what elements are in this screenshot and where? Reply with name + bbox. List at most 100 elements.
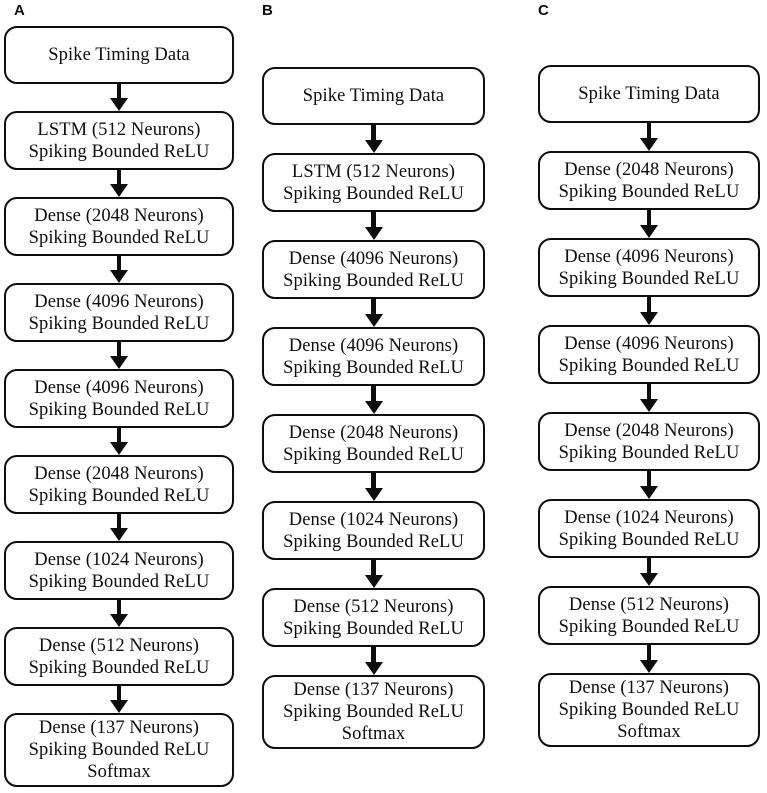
arrow-stem: [371, 560, 376, 575]
layer-box: Dense (4096 Neurons)Spiking Bounded ReLU: [262, 327, 485, 386]
arrow-head-icon: [364, 488, 383, 501]
layer-text-line: Dense (137 Neurons): [293, 680, 454, 700]
layer-text-line: Softmax: [87, 762, 151, 782]
arrow-head-icon: [640, 486, 658, 499]
layer-text-line: Spiking Bounded ReLU: [283, 531, 464, 552]
layer-box: LSTM (512 Neurons)Spiking Bounded ReLU: [262, 153, 485, 212]
down-arrow-connector: [4, 170, 234, 197]
down-arrow-connector: [262, 212, 485, 240]
arrow-head-icon: [364, 575, 383, 588]
arrow-head-icon: [110, 98, 128, 111]
arrow-stem: [116, 428, 122, 442]
down-arrow-connector: [4, 514, 234, 541]
layer-text-line: Dense (512 Neurons): [293, 596, 454, 617]
layer-text-line: Spiking Bounded ReLU: [558, 181, 740, 202]
layer-box: Dense (2048 Neurons)Spiking Bounded ReLU: [538, 151, 760, 210]
layer-text-line: Dense (512 Neurons): [568, 594, 730, 615]
layer-text-line: Spiking Bounded ReLU: [28, 227, 210, 248]
arrow-head-icon: [110, 528, 128, 541]
arrow-head-icon: [364, 140, 383, 153]
layer-text-line: Spiking Bounded ReLU: [283, 357, 464, 378]
arrow-stem: [371, 299, 376, 314]
arrow-stem: [116, 686, 122, 700]
layer-text-line: Spike Timing Data: [578, 84, 720, 104]
panel-label-b: B: [262, 2, 273, 19]
layer-box: Dense (2048 Neurons)Spiking Bounded ReLU: [262, 414, 485, 473]
layer-text-line: LSTM (512 Neurons): [37, 119, 201, 140]
down-arrow-connector: [262, 299, 485, 327]
layer-text-line: Dense (1024 Neurons): [288, 509, 459, 530]
arrow-stem: [646, 645, 652, 660]
arrow-head-icon: [110, 442, 128, 455]
down-arrow-connector: [4, 84, 234, 111]
layer-text-line: Spiking Bounded ReLU: [28, 657, 210, 678]
layer-box: Dense (1024 Neurons)Spiking Bounded ReLU: [4, 541, 234, 600]
arrow-head-icon: [364, 227, 383, 240]
arrow-stem: [646, 210, 652, 225]
layer-text-line: Dense (1024 Neurons): [34, 549, 204, 570]
arrow-head-icon: [640, 225, 658, 238]
layer-text-line: Dense (4096 Neurons): [564, 333, 734, 354]
arrow-head-icon: [364, 401, 383, 414]
arrow-stem: [116, 600, 122, 614]
layer-box: Dense (4096 Neurons)Spiking Bounded ReLU: [262, 240, 485, 299]
down-arrow-connector: [538, 210, 760, 238]
layer-text-line: Dense (2048 Neurons): [34, 463, 204, 484]
layer-text-line: Spiking Bounded ReLU: [558, 700, 740, 720]
arrow-stem: [116, 256, 122, 270]
layer-text-line: Dense (4096 Neurons): [288, 248, 459, 269]
layer-box: Dense (2048 Neurons)Spiking Bounded ReLU: [4, 197, 234, 256]
arrow-head-icon: [640, 573, 658, 586]
layer-box: Dense (2048 Neurons)Spiking Bounded ReLU: [4, 455, 234, 514]
layer-box: Spike Timing Data: [538, 65, 760, 123]
layer-box: Dense (4096 Neurons)Spiking Bounded ReLU: [4, 369, 234, 428]
layer-text-line: Spiking Bounded ReLU: [28, 740, 210, 760]
layer-text-line: Softmax: [617, 722, 681, 742]
arrow-stem: [646, 558, 652, 573]
down-arrow-connector: [4, 342, 234, 369]
arrow-head-icon: [640, 660, 658, 673]
layer-text-line: Spiking Bounded ReLU: [28, 571, 210, 592]
arrow-stem: [371, 386, 376, 401]
arrow-stem: [116, 514, 122, 528]
arrow-stem: [371, 473, 376, 488]
arrow-stem: [371, 647, 376, 662]
layer-box: Dense (512 Neurons)Spiking Bounded ReLU: [4, 627, 234, 686]
layer-box: Dense (512 Neurons)Spiking Bounded ReLU: [262, 588, 485, 647]
layer-text-line: Spiking Bounded ReLU: [558, 529, 740, 550]
arrow-head-icon: [364, 662, 383, 675]
layer-text-line: Spiking Bounded ReLU: [28, 485, 210, 506]
arrow-stem: [646, 123, 652, 138]
layer-text-line: Spiking Bounded ReLU: [558, 616, 740, 637]
layer-box: Spike Timing Data: [262, 67, 485, 125]
layer-text-line: Dense (137 Neurons): [38, 718, 200, 738]
layer-text-line: Dense (4096 Neurons): [34, 377, 204, 398]
layer-text-line: Spiking Bounded ReLU: [283, 618, 464, 639]
layer-text-line: Dense (1024 Neurons): [564, 507, 734, 528]
layer-box: Dense (512 Neurons)Spiking Bounded ReLU: [538, 586, 760, 645]
layer-text-line: Dense (2048 Neurons): [288, 422, 459, 443]
layer-text-line: Spiking Bounded ReLU: [283, 270, 464, 291]
layer-box: Dense (1024 Neurons)Spiking Bounded ReLU: [538, 499, 760, 558]
down-arrow-connector: [262, 386, 485, 414]
down-arrow-connector: [4, 686, 234, 713]
layer-box: Dense (4096 Neurons)Spiking Bounded ReLU: [4, 283, 234, 342]
down-arrow-connector: [262, 125, 485, 153]
layer-text-line: Dense (4096 Neurons): [564, 246, 734, 267]
layer-text-line: LSTM (512 Neurons): [291, 161, 456, 182]
layer-text-line: Spike Timing Data: [302, 86, 445, 106]
down-arrow-connector: [538, 123, 760, 151]
layer-text-line: Spiking Bounded ReLU: [28, 141, 210, 162]
layer-text-line: Softmax: [341, 724, 406, 744]
layer-text-line: Dense (512 Neurons): [38, 635, 200, 656]
down-arrow-connector: [538, 384, 760, 412]
down-arrow-connector: [4, 256, 234, 283]
layer-text-line: Spiking Bounded ReLU: [558, 442, 740, 463]
layer-text-line: Spiking Bounded ReLU: [558, 355, 740, 376]
